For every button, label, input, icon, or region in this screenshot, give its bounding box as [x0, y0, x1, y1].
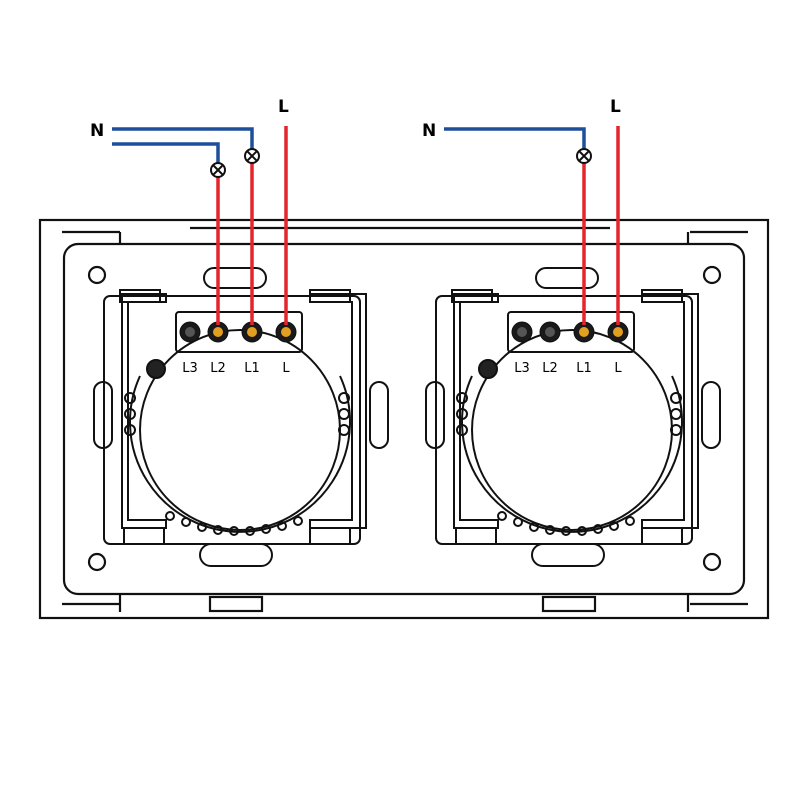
terminal-screw-center: [185, 327, 195, 337]
terminal-l1: L1: [573, 321, 595, 376]
lamp-cross-circle-icon: [210, 162, 226, 178]
terminal-l: L: [275, 321, 297, 376]
terminal-label: L1: [244, 361, 260, 376]
terminal-l: L: [607, 321, 629, 376]
terminal-screw-center: [517, 327, 527, 337]
mounting-hole-bottom-left: [87, 552, 107, 572]
terminal-screw-center: [613, 327, 623, 337]
terminal-screw-center: [579, 327, 589, 337]
mounting-hole-bottom-right: [702, 552, 722, 572]
terminal-label: L1: [576, 361, 592, 376]
terminal-label: L2: [210, 361, 226, 376]
lamp-cross-circle-icon: [576, 148, 592, 164]
live-label-right: L: [610, 97, 621, 117]
terminal-label: L3: [514, 361, 530, 376]
plate-inner-frame: [62, 242, 746, 596]
switch-module-left: [93, 267, 389, 567]
plate-bottom-clip-right: [541, 595, 597, 613]
mounting-hole-top-right: [702, 265, 722, 285]
neutral-label-right: N: [422, 121, 436, 141]
terminal-screw-center: [545, 327, 555, 337]
terminals-layer: L3 L2 L1 L L3 L2 L1 L: [179, 321, 629, 376]
terminal-label: L2: [542, 361, 558, 376]
switch-module-right: [425, 267, 721, 567]
terminal-screw-center: [247, 327, 257, 337]
lamps: [210, 148, 592, 178]
terminal-label: L3: [182, 361, 198, 376]
mounting-hole-top-left: [87, 265, 107, 285]
plate-outer-frame: [38, 218, 770, 620]
plate-top-rim: [62, 226, 748, 244]
neutral-wire-left-2: [112, 142, 220, 164]
neutral-wire-left-1: [112, 127, 254, 150]
neutral-wire-right: [444, 127, 586, 150]
plate-bottom-rim: [62, 594, 748, 612]
switch-plate: [38, 218, 770, 620]
terminal-l3: L3: [179, 321, 201, 376]
lamp-cross-circle-icon: [244, 148, 260, 164]
terminal-screw-center: [281, 327, 291, 337]
terminal-label: L: [282, 361, 290, 376]
neutral-label-left: N: [90, 121, 104, 141]
live-label-left: L: [278, 97, 289, 117]
terminal-screw-center: [213, 327, 223, 337]
terminal-label: L: [614, 361, 622, 376]
terminal-l3: L3: [511, 321, 533, 376]
terminal-l1: L1: [241, 321, 263, 376]
terminal-l2: L2: [207, 321, 229, 376]
terminal-l2: L2: [539, 321, 561, 376]
plate-bottom-clip-left: [208, 595, 264, 613]
wires: [112, 126, 620, 325]
